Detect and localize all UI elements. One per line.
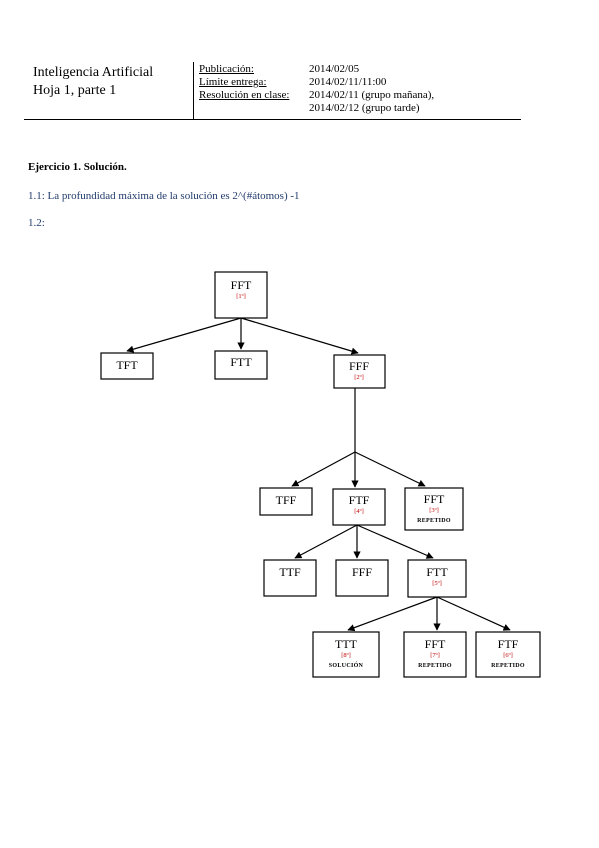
node-order: [6º]	[503, 652, 513, 659]
resolucion-label: Resolución en clase:	[199, 89, 290, 101]
tree-node-ttt: TTT [8º] SOLUCIÓN	[312, 631, 380, 678]
node-label: FFT	[424, 492, 445, 506]
edge-fft-tft	[126, 317, 242, 353]
sheet-title: Hoja 1, parte 1	[33, 83, 117, 98]
answer-1-2: 1.2:	[28, 217, 45, 229]
edge-ftt-ttt	[347, 596, 438, 632]
node-note: SOLUCIÓN	[329, 661, 364, 669]
node-order: [3º]	[429, 507, 439, 514]
answer-1-1: 1.1: La profundidad máxima de la solució…	[28, 190, 300, 202]
edge-ftf-ftt	[356, 524, 434, 559]
tree-node-tft: TFT	[100, 352, 154, 380]
resolucion-value-1: 2014/02/11 (grupo mañana),	[309, 89, 435, 101]
node-label: TTT	[335, 637, 358, 651]
header-divider-vertical	[193, 62, 194, 120]
tree-node-ttf: TTF	[263, 559, 317, 597]
tree-node-fft-l2: FFT [3º] REPETIDO	[404, 487, 464, 531]
node-label: TTF	[279, 565, 301, 579]
resolucion-value-2: 2014/02/12 (grupo tarde)	[309, 102, 420, 114]
node-note: REPETIDO	[418, 663, 452, 669]
edge-ftf-ttf	[294, 524, 358, 559]
publicacion-label: Publicación:	[199, 63, 254, 75]
edge-fft-fff	[240, 317, 359, 355]
tree-node-ftf-l4: FTF [6º] REPETIDO	[475, 631, 541, 678]
limite-value: 2014/02/11/11:00	[309, 76, 387, 88]
node-label: FFT	[231, 278, 252, 292]
node-order: [8º]	[341, 652, 351, 659]
node-label: TFF	[276, 493, 297, 507]
tree-node-tff: TFF	[259, 487, 313, 516]
edge-fff-fft	[354, 451, 426, 487]
header-meta: Publicación: 2014/02/05 Límite entrega: …	[199, 63, 434, 115]
header-divider-horizontal	[24, 119, 521, 120]
header-course-block: Inteligencia Artificial Hoja 1, parte 1	[33, 64, 153, 100]
node-order: [5º]	[432, 580, 442, 587]
node-order: [4º]	[354, 508, 364, 515]
course-title: Inteligencia Artificial	[33, 65, 154, 80]
tree-node-ftf-l2: FTF [4º]	[332, 488, 386, 526]
tree-node-ftt-l3: FTT [5º]	[407, 559, 467, 598]
node-label: TFT	[116, 358, 138, 372]
edge-ftt-ftf	[436, 596, 511, 631]
node-note: REPETIDO	[491, 663, 525, 669]
tree-node-ftt-l1: FTT	[214, 350, 268, 380]
node-order: [1º]	[236, 293, 246, 300]
tree-node-fft-root: FFT [1º]	[214, 271, 268, 319]
node-note: REPETIDO	[417, 518, 451, 524]
node-label: FFF	[349, 359, 369, 373]
node-label: FFT	[425, 637, 446, 651]
node-label: FFF	[352, 565, 372, 579]
node-order: [7º]	[430, 652, 440, 659]
node-order: [2º]	[354, 374, 364, 381]
node-label: FTF	[498, 637, 519, 651]
publicacion-value: 2014/02/05	[309, 63, 360, 75]
tree-node-fff-l3: FFF	[335, 559, 389, 597]
tree-node-fff-l1: FFF [2º]	[333, 354, 386, 389]
limite-label: Límite entrega:	[199, 76, 267, 88]
node-label: FTT	[230, 355, 252, 369]
tree-node-fft-l4: FFT [7º] REPETIDO	[403, 631, 467, 678]
edge-fff-tff	[291, 451, 356, 487]
node-label: FTT	[426, 565, 448, 579]
exercise-title: Ejercicio 1. Solución.	[28, 161, 127, 173]
node-label: FTF	[349, 493, 370, 507]
